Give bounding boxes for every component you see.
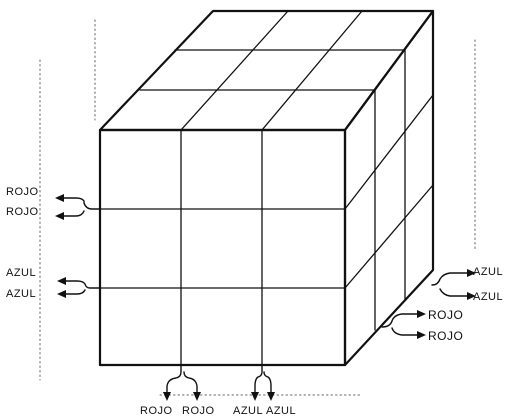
right-bottom-arrows bbox=[381, 310, 426, 339]
label-bottom-2: ROJO bbox=[182, 405, 215, 417]
label-right-bottom-1: ROJO bbox=[428, 308, 463, 322]
left-top-arrows bbox=[55, 194, 101, 220]
right-face-grid bbox=[344, 49, 434, 331]
label-right-bottom-2: ROJO bbox=[428, 329, 463, 343]
background-dotted-lines bbox=[39, 19, 476, 396]
label-left-top-1: ROJO bbox=[6, 186, 39, 198]
top-face-grid bbox=[139, 10, 406, 131]
label-left-mid-2: AZUL bbox=[6, 288, 36, 300]
label-bottom-3: AZUL bbox=[233, 405, 263, 417]
cube-outline bbox=[98, 9, 435, 367]
left-mid-arrows bbox=[57, 277, 101, 298]
label-left-mid-1: AZUL bbox=[6, 267, 36, 279]
label-bottom-1: ROJO bbox=[140, 405, 173, 417]
label-left-top-2: ROJO bbox=[6, 206, 39, 218]
front-face-grid bbox=[99, 129, 346, 366]
bottom-arrows-left bbox=[163, 364, 201, 401]
bottom-arrows-right bbox=[251, 364, 275, 401]
label-right-top-1: AZUL bbox=[473, 266, 503, 278]
label-right-top-2: AZUL bbox=[473, 291, 503, 303]
right-top-arrows bbox=[431, 269, 476, 300]
label-bottom-4: AZUL bbox=[266, 405, 296, 417]
